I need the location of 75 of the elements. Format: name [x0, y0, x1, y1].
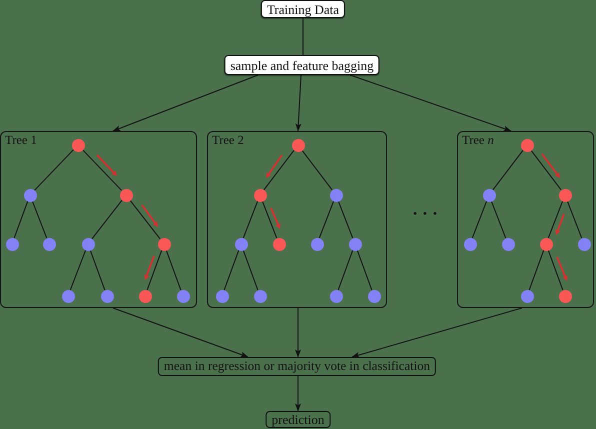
tree-node [42, 238, 56, 250]
tree-node [254, 290, 266, 302]
tree-node [330, 188, 342, 202]
tree-branch [14, 200, 28, 238]
tree-node [368, 290, 380, 302]
source-box: Training Data [260, 0, 346, 18]
tree-node [158, 238, 170, 250]
tree-node [72, 138, 84, 152]
tree-branch [492, 150, 524, 190]
process-box: sample and feature bagging [224, 55, 380, 75]
tree-node [82, 238, 94, 250]
tree-branch [146, 250, 162, 290]
tree-branch [70, 250, 86, 290]
tree-branch [82, 149, 122, 191]
tree-branch [32, 200, 48, 238]
tree-node [520, 138, 534, 152]
tree-branch [129, 200, 161, 240]
output-box: prediction [266, 411, 330, 428]
tree-branch [338, 250, 354, 290]
tree-node [24, 188, 36, 202]
tree-panel [207, 131, 387, 308]
ellipsis: · · · [412, 205, 438, 222]
tree-branch [318, 200, 334, 238]
tree-node [482, 188, 496, 202]
tree-branch [90, 250, 106, 290]
tree-branch [472, 200, 488, 238]
tree-branch [242, 250, 258, 290]
tree-node [502, 238, 514, 250]
tree-node [558, 290, 572, 302]
connector-line [302, 18, 304, 56]
tree-panel [0, 131, 197, 308]
tree-branch [490, 200, 506, 238]
arrow [112, 308, 248, 358]
tree-node [120, 188, 132, 202]
tree-node [100, 290, 114, 302]
tree-node [520, 290, 534, 302]
arrow [295, 308, 301, 358]
tree-branch [530, 150, 562, 190]
tree-node [558, 188, 572, 202]
tree-branch [91, 200, 123, 240]
tree-branch [548, 200, 564, 238]
tree-branch [262, 200, 278, 238]
panel-title: Tree 2 [212, 134, 244, 148]
tree-node [254, 188, 266, 202]
tree-branch [34, 149, 74, 191]
tree-branch [263, 150, 295, 190]
arrow [295, 376, 301, 412]
tree-node [6, 238, 18, 250]
tree-branch [242, 200, 258, 238]
tree-branch [301, 150, 333, 190]
tree-node [234, 238, 248, 250]
tree-node [138, 290, 152, 302]
panel-title: Tree n [462, 134, 494, 148]
panel-title: Tree 1 [5, 134, 37, 148]
tree-node [310, 238, 324, 250]
tree-node [62, 290, 74, 302]
tree-node [348, 238, 362, 250]
tree-node [464, 238, 476, 250]
tree-node [216, 290, 228, 302]
arrow [352, 308, 522, 358]
tree-node [578, 238, 590, 250]
tree-branch [338, 200, 354, 238]
arrow [350, 74, 512, 132]
arrow [112, 74, 258, 132]
tree-node [292, 138, 304, 152]
tree-branch [566, 200, 582, 238]
tree-node [540, 238, 552, 250]
tree-branch [528, 250, 544, 290]
tree-panel [457, 131, 594, 308]
tree-node [176, 290, 190, 302]
tree-node [330, 290, 342, 302]
aggregation-box: mean in regression or majority vote in classification [158, 357, 436, 376]
tree-node [272, 238, 286, 250]
arrow [295, 74, 302, 132]
tree-branch [548, 250, 564, 290]
